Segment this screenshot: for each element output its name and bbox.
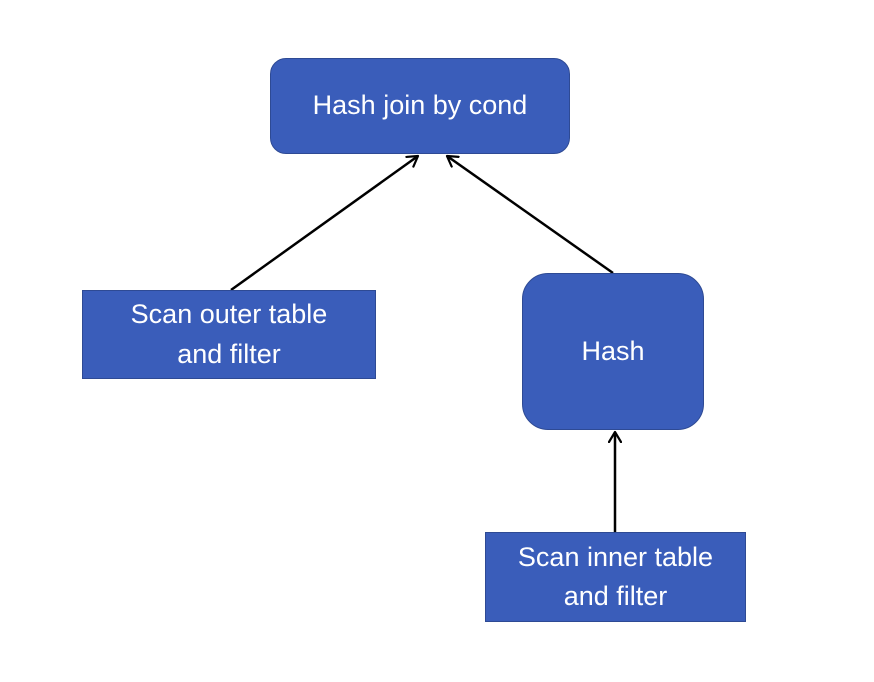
hash-join-label: Hash join by cond	[312, 90, 528, 121]
scan-outer-label-line1: Scan outer table	[130, 299, 328, 330]
hash-join-node: Hash join by cond	[270, 58, 570, 154]
edge-hash-to-join	[447, 156, 614, 275]
hash-node: Hash	[522, 273, 704, 430]
hash-label: Hash	[581, 335, 645, 366]
scan-inner-label-line1: Scan inner table	[517, 541, 714, 572]
scan-outer-label-line2: and filter	[177, 338, 281, 369]
scan-outer-table-node: Scan outer table and filter	[82, 290, 376, 379]
scan-inner-label-line2: and filter	[563, 581, 668, 611]
edge-outer-to-join	[230, 156, 418, 292]
scan-inner-table-node: Scan inner table and filter	[485, 532, 746, 622]
